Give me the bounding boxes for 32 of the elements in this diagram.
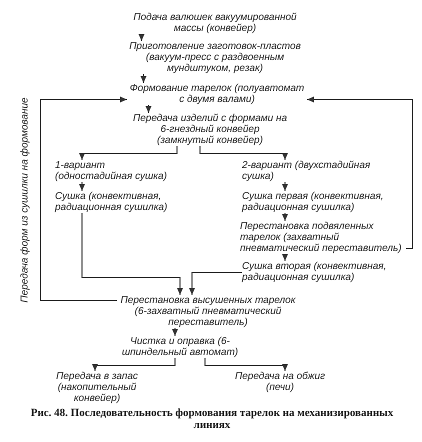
arrow <box>172 328 178 336</box>
process-step: Передача на обжиг (печи) <box>230 371 330 393</box>
arrow <box>146 105 152 113</box>
arrow <box>204 358 288 371</box>
arrow <box>307 96 414 250</box>
arrow <box>189 272 242 295</box>
figure-caption: Рис. 48. Последовательность формования тарелок на механизированных линиях <box>30 407 394 431</box>
process-step: Перестановка подвяленных тарелок (захватный пневматический переставитель) <box>240 221 406 254</box>
arrow <box>282 254 288 261</box>
arrow <box>199 146 288 160</box>
process-step: Формование тарелок (полуавтомат с двумя валами) <box>127 83 307 105</box>
arrow <box>92 358 176 371</box>
process-step: Сушка (конвективная, радиационная сушилка) <box>55 191 180 213</box>
arrow <box>282 182 288 191</box>
process-step: Чистка и оправка (6-шпиндельный автомат) <box>112 336 248 358</box>
arrow <box>81 213 183 295</box>
arrow <box>140 74 146 83</box>
arrow <box>40 96 127 302</box>
arrow <box>282 213 288 221</box>
arrow <box>79 182 85 191</box>
process-step: Перестановка высушенных тарелок (6-захватный пневматический переставитель) <box>117 295 299 328</box>
process-step: 1-вариант (одностадийная сушка) <box>55 160 180 182</box>
process-step: Приготовление заготовок-пластов (вакуум-пресс с раздвоенным мундштуком, резак) <box>125 41 305 74</box>
process-step: Сушка вторая (конвективная, радиационная сушилка) <box>242 261 397 283</box>
process-step: 2-вариант (двухстадийная сушка) <box>242 160 372 182</box>
process-step: Сушка первая (конвективная, радиационная сушилка) <box>242 191 397 213</box>
arrow <box>138 34 144 41</box>
process-step: Подача валюшек вакуумированной массы (конвейер) <box>124 12 306 34</box>
process-step: Передача в запас (накопительный конвейер) <box>50 371 144 404</box>
arrow <box>79 146 178 160</box>
process-step: Передача изделий с формами на 6-гнездный конвейер (замкнутый конвейер) <box>132 113 288 146</box>
edge-label: Передача форм из сушилки на формование <box>19 97 32 303</box>
